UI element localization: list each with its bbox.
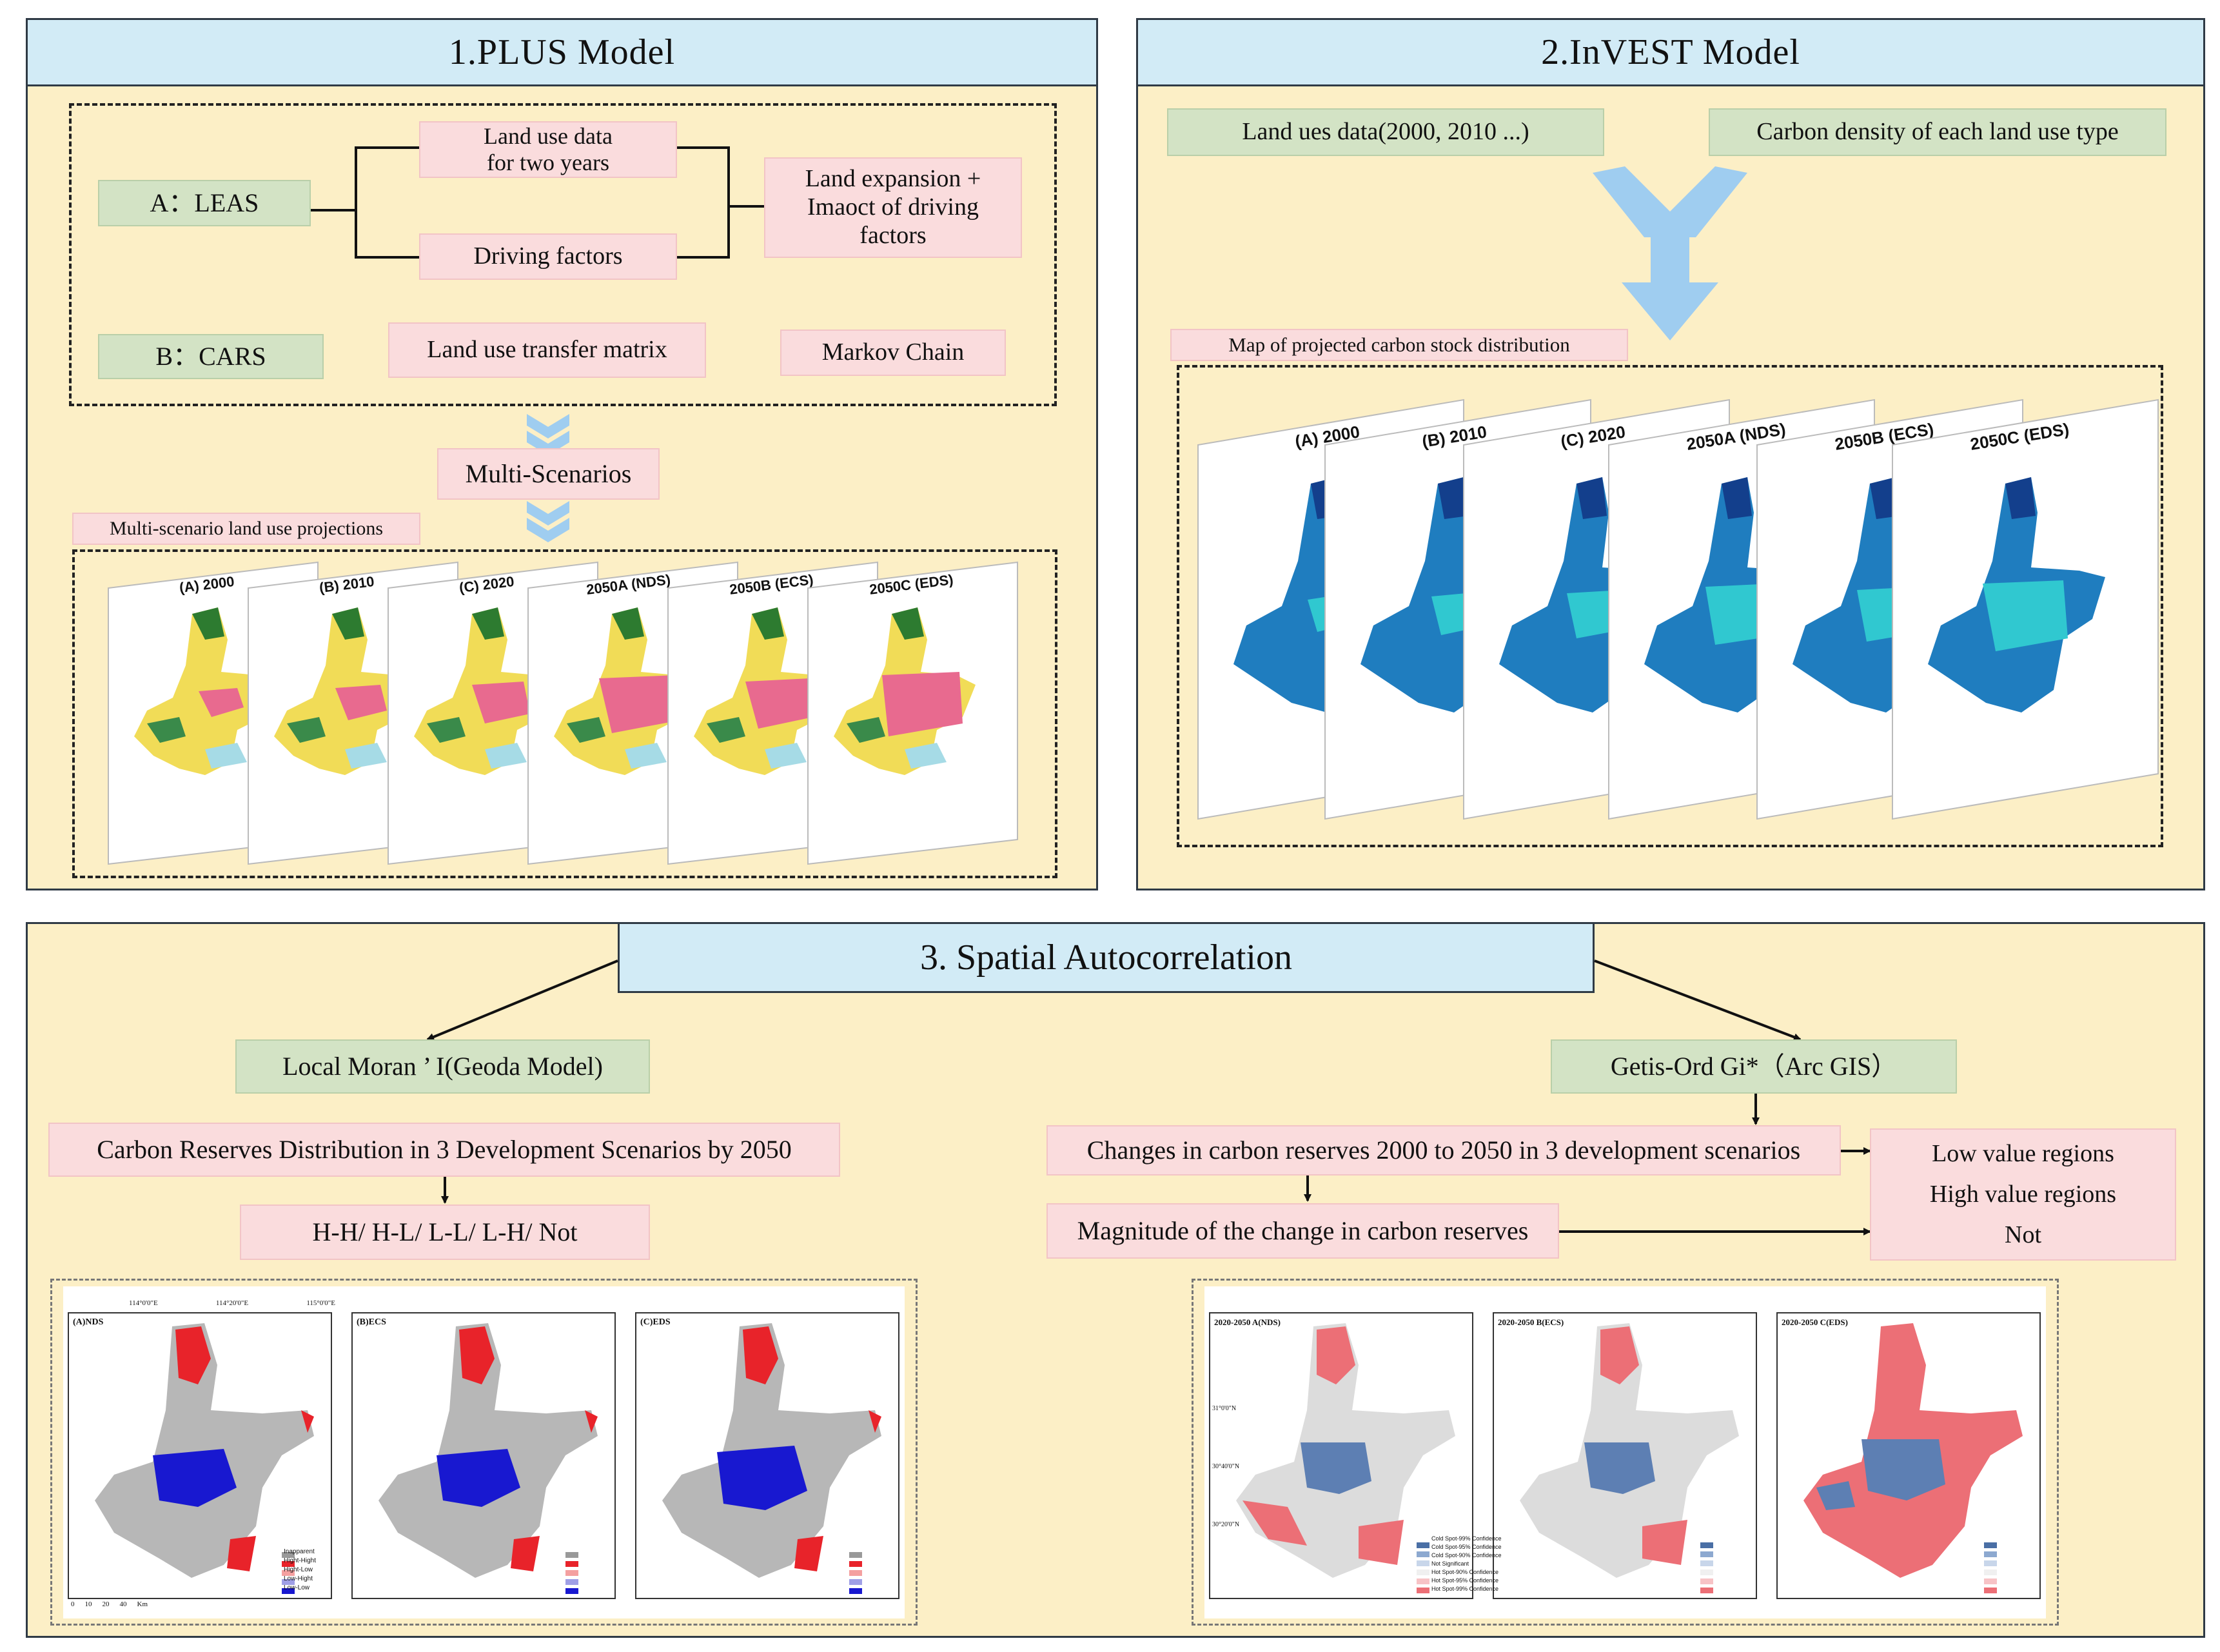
- gi-map-panel: 2020-2050 C(EDS): [1776, 1312, 2041, 1599]
- carbon-density-box: Carbon density of each land use type: [1709, 108, 2166, 156]
- gi-legend-item: Cold Spot-90% Confidence: [1431, 1552, 1502, 1559]
- land-use-data-box: Land use data for two years: [419, 121, 677, 178]
- invest-merge-arrow-icon: [1593, 166, 1747, 340]
- lat-tick: 30°40'0"N: [1212, 1463, 1240, 1470]
- moran-legend-item: Low-Hight: [284, 1575, 313, 1582]
- moran-map-title: (C)EDS: [640, 1317, 671, 1327]
- gi-legend-item: Hot Spot-90% Confidence: [1431, 1569, 1499, 1575]
- plus-chevron-icon-2: [527, 501, 569, 542]
- moran-map-panel: (B)ECS: [351, 1312, 616, 1599]
- spatial-title: 3. Spatial Autocorrelation: [618, 922, 1595, 993]
- moran-map-panel: (C)EDS: [635, 1312, 899, 1599]
- carbon-map-label: Map of projected carbon stock distributi…: [1170, 329, 1628, 361]
- invest-maps-frame: [1177, 365, 2163, 847]
- land-expansion-box: Land expansion + Imaoct of driving facto…: [764, 157, 1022, 258]
- gi-map-title: 2020-2050 B(ECS): [1498, 1317, 1564, 1327]
- lon-tick: 114°0'0"E: [129, 1299, 158, 1307]
- lat-tick: 30°20'0"N: [1212, 1521, 1240, 1528]
- gi-legend-item: Cold Spot-95% Confidence: [1431, 1544, 1502, 1550]
- multi-scenarios-box: Multi-Scenarios: [437, 448, 660, 500]
- moran-legend: Inapparent Hight-Hight Hight-Low Low-Hig…: [284, 1548, 316, 1593]
- moran-map-1: [95, 1323, 314, 1594]
- regions-box: Low value regions High value regions Not: [1870, 1128, 2176, 1261]
- transfer-matrix-box: Land use transfer matrix: [388, 322, 706, 378]
- region-not: Not: [2005, 1221, 2041, 1248]
- lon-tick: 115°0'0"E: [306, 1299, 335, 1307]
- moran-lon-ticks: 114°0'0"E 114°20'0"E 115°0'0"E: [129, 1299, 335, 1307]
- gi-lat-ticks: 31°0'0"N 30°40'0"N 30°20'0"N: [1212, 1380, 1239, 1554]
- moran-map-3: [662, 1323, 881, 1594]
- moran-map-title: (B)ECS: [357, 1317, 386, 1327]
- moran-legend-item: Hight-Hight: [284, 1557, 317, 1564]
- changes-box: Changes in carbon reserves 2000 to 2050 …: [1046, 1125, 1841, 1175]
- carbon-dist-box: Carbon Reserves Distribution in 3 Develo…: [48, 1123, 840, 1177]
- moran-legend-item: Hight-Low: [284, 1566, 313, 1573]
- lon-tick: 114°20'0"E: [215, 1299, 249, 1307]
- projections-label: Multi-scenario land use projections: [72, 513, 420, 545]
- land-data-box: Land ues data(2000, 2010 ...): [1167, 108, 1604, 156]
- scale-tick: 0: [71, 1600, 75, 1608]
- moran-scale: 0 10 20 40 Km: [71, 1600, 148, 1608]
- plus-dashed-frame: [69, 103, 1057, 406]
- scale-unit: Km: [137, 1600, 148, 1608]
- scale-tick: 10: [84, 1600, 92, 1608]
- gi-map-panel: 2020-2050 B(ECS): [1493, 1312, 1757, 1599]
- gi-map-title: 2020-2050 C(EDS): [1782, 1317, 1848, 1327]
- getis-box: Getis-Ord Gi*（Arc GIS）: [1551, 1039, 1957, 1094]
- gi-map-panel: 2020-2050 A(NDS): [1209, 1312, 1473, 1599]
- gi-map-1: [1236, 1323, 1455, 1593]
- moran-map-2: [378, 1323, 598, 1594]
- scale-tick: 40: [119, 1600, 127, 1608]
- gi-map-3: [1803, 1323, 2023, 1593]
- magnitude-box: Magnitude of the change in carbon reserv…: [1046, 1203, 1559, 1259]
- region-low: Low value regions: [1932, 1140, 2114, 1168]
- hh-box: H-H/ H-L/ L-L/ L-H/ Not: [240, 1205, 650, 1260]
- driving-factors-box: Driving factors: [419, 233, 677, 280]
- gi-legend: Cold Spot-99% Confidence Cold Spot-95% C…: [1431, 1535, 1502, 1593]
- scale-tick: 20: [102, 1600, 110, 1608]
- cars-box: B：CARS: [98, 334, 324, 379]
- moran-map-title: (A)NDS: [73, 1317, 104, 1327]
- invest-map-6: [1892, 398, 2159, 820]
- gi-legend-item: Cold Spot-99% Confidence: [1431, 1535, 1502, 1542]
- plus-map-6: [807, 561, 1018, 865]
- moran-legend-item: Inapparent: [284, 1548, 315, 1555]
- markov-box: Markov Chain: [780, 329, 1006, 376]
- gi-legend-item: Hot Spot-95% Confidence: [1431, 1577, 1499, 1584]
- leas-box: A：LEAS: [98, 180, 311, 226]
- gi-map-2: [1520, 1323, 1739, 1593]
- plus-maps-frame: [72, 549, 1057, 878]
- region-high: High value regions: [1929, 1181, 2117, 1208]
- moran-map-panel: (A)NDS: [68, 1312, 332, 1599]
- moran-box: Local Moran ’ I(Geoda Model): [235, 1039, 650, 1094]
- invest-title: 2.InVEST Model: [1138, 20, 2203, 86]
- lat-tick: 31°0'0"N: [1212, 1405, 1237, 1412]
- plus-title: 1.PLUS Model: [28, 20, 1096, 86]
- gi-legend-item: Hot Spot-99% Confidence: [1431, 1586, 1499, 1592]
- gi-map-title: 2020-2050 A(NDS): [1214, 1317, 1281, 1327]
- moran-legend-item: Low-Low: [284, 1584, 310, 1591]
- gi-legend-item: Not Significant: [1431, 1560, 1469, 1567]
